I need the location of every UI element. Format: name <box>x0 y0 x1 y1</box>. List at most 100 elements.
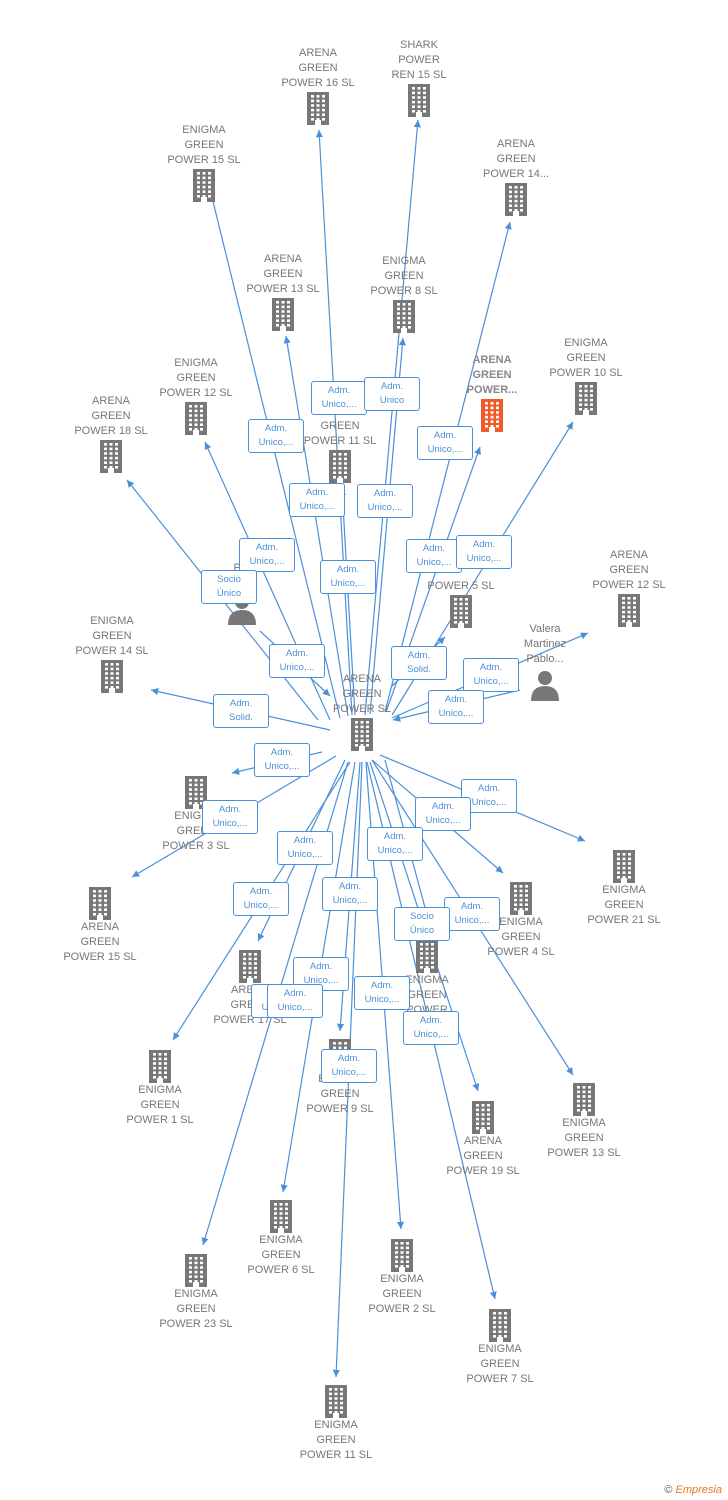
relation-label[interactable]: Adm. Unico,... <box>428 690 484 724</box>
relation-edge <box>364 119 421 716</box>
relation-label[interactable]: Adm. Unico,... <box>239 538 295 572</box>
relation-label[interactable]: Adm. Unico,... <box>357 484 413 518</box>
relation-label[interactable]: Adm. Unico,... <box>415 797 471 831</box>
relation-label[interactable]: Adm. Unico,... <box>321 1049 377 1083</box>
company-node[interactable]: ENIGMA GREEN POWER 13 SL <box>524 1082 644 1161</box>
relation-label[interactable]: Adm. Solid. <box>391 646 447 680</box>
company-node[interactable]: ARENA GREEN POWER 17 SL <box>190 949 310 1028</box>
relation-label[interactable]: Adm. Unico,... <box>367 827 423 861</box>
building-icon <box>476 398 508 432</box>
relation-label[interactable]: Adm. Unico,... <box>267 984 323 1018</box>
building-icon <box>324 449 356 483</box>
node-label: ARENA GREEN POWER 12 SL <box>592 549 666 591</box>
building-icon <box>608 849 640 883</box>
node-label: ARENA GREEN POWER SL <box>332 673 392 715</box>
company-node[interactable]: ARENA GREEN POWER 19 SL <box>423 1100 543 1179</box>
relation-label[interactable]: Adm. Unico,... <box>354 976 410 1010</box>
relation-label[interactable]: Adm. Unico,... <box>311 381 367 415</box>
node-label: ENIGMA GREEN POWER 1 SL <box>126 1084 194 1126</box>
node-label: ENIGMA GREEN POWER 15 SL <box>167 124 241 166</box>
relation-edge <box>384 221 512 713</box>
building-icon <box>570 381 602 415</box>
node-label: ENIGMA GREEN POWER 4 SL <box>487 916 555 958</box>
company-node[interactable]: ARENA GREEN POWER 14... <box>456 137 576 216</box>
node-label: Valera Martinez Pablo... <box>523 623 567 665</box>
node-label: ENIGMA GREEN POWER 21 SL <box>587 884 661 926</box>
brand-logo[interactable]: Empresia <box>675 1484 722 1496</box>
building-icon <box>180 775 212 809</box>
node-label: ARENA GREEN POWER 14... <box>482 138 550 180</box>
building-icon <box>95 439 127 473</box>
relation-label[interactable]: Socio Único <box>394 907 450 941</box>
node-label: ENIGMA GREEN POWER 6 SL <box>247 1234 315 1276</box>
relation-label[interactable]: Adm. Unico,... <box>444 897 500 931</box>
company-node[interactable]: ENIGMA GREEN POWER 2 SL <box>342 1238 462 1317</box>
relation-label[interactable]: Adm. Unico,... <box>322 877 378 911</box>
company-node[interactable]: ENIGMA GREEN POWER 11 SL <box>276 1384 396 1463</box>
company-node[interactable]: POWER 5 SL <box>401 579 521 628</box>
node-label: ARENA GREEN POWER 17 SL <box>213 984 287 1026</box>
relation-label[interactable]: Adm. Unico <box>364 377 420 411</box>
relation-label[interactable]: Adm. Unico,... <box>269 644 325 678</box>
company-node[interactable]: ENIGMA GREEN POWER 23 SL <box>136 1253 256 1332</box>
company-node[interactable]: ARENA GREEN POWER 13 SL <box>223 252 343 331</box>
company-node[interactable]: ARENA GREEN POWER... <box>432 353 552 432</box>
company-node[interactable]: ARENA GREEN POWER 16 SL <box>258 46 378 125</box>
building-icon <box>613 593 645 627</box>
building-icon <box>180 401 212 435</box>
building-icon <box>467 1100 499 1134</box>
relation-label[interactable]: Adm. Unico,... <box>202 800 258 834</box>
company-node[interactable]: ARENA GREEN POWER 18 SL <box>51 394 171 473</box>
relation-label[interactable]: Adm. Unico,... <box>417 426 473 460</box>
building-icon <box>144 1049 176 1083</box>
building-icon <box>505 881 537 915</box>
relation-label[interactable]: Adm. Solid. <box>213 694 269 728</box>
company-node[interactable]: GREEN POWER 11 SL <box>280 419 400 483</box>
node-label: SHARK POWER REN 15 SL <box>391 39 447 81</box>
company-node[interactable]: ENIGMA GREEN POWER 21 SL <box>564 849 684 928</box>
node-label: ENIGMA GREEN POWER 10 SL <box>549 337 623 379</box>
copyright-symbol: © <box>664 1484 673 1496</box>
relation-label[interactable]: Adm. Unico,... <box>254 743 310 777</box>
relation-edge <box>283 335 349 717</box>
building-icon <box>320 1384 352 1418</box>
relation-label[interactable]: Adm. Unico,... <box>233 882 289 916</box>
company-node[interactable]: ENIGMA GREEN POWER 12 SL <box>136 356 256 435</box>
building-icon <box>84 886 116 920</box>
relation-label[interactable]: Adm. Unico,... <box>456 535 512 569</box>
node-label: ENIGMA GREEN POWER 2 SL <box>368 1273 436 1315</box>
relation-label[interactable]: Adm. Unico,... <box>406 539 462 573</box>
relation-label[interactable]: Adm. Unico,... <box>403 1011 459 1045</box>
company-node[interactable]: ENIGMA GREEN POWER 10 SL <box>526 336 646 415</box>
building-icon <box>302 91 334 125</box>
relation-label[interactable]: Adm. Unico,... <box>463 658 519 692</box>
company-node[interactable]: ENIGMA GREEN POWER 1 SL <box>100 1049 220 1128</box>
company-node[interactable]: ENIGMA GREEN POWER <box>367 939 487 1018</box>
person-node[interactable]: Valera Martinez Pablo... <box>485 622 605 701</box>
relation-edge <box>315 129 353 716</box>
relation-edge <box>338 487 356 716</box>
relation-label[interactable]: Socio Único <box>201 570 257 604</box>
company-node[interactable]: ENIGMA GREEN POWER 3 SL <box>136 775 256 854</box>
node-label: ENIGMA GREEN POWER 14 SL <box>75 615 149 657</box>
company-node[interactable]: ENIGMA GREEN POWER 4 SL <box>461 881 581 960</box>
company-node[interactable]: ENIGMA GREEN POWER 7 SL <box>440 1308 560 1387</box>
company-node[interactable]: ENIGMA GREEN POWER 6 SL <box>221 1199 341 1278</box>
company-node[interactable]: ARENA GREEN POWER SL <box>302 672 422 751</box>
building-icon <box>180 1253 212 1287</box>
node-label: ENIGMA GREEN POWER 7 SL <box>466 1343 534 1385</box>
node-label: ENIGMA GREEN POWER 8 SL <box>370 255 438 297</box>
relation-label[interactable]: Adm. Unico,... <box>277 831 333 865</box>
relation-label[interactable]: Adm. Unico,... <box>320 560 376 594</box>
building-icon <box>568 1082 600 1116</box>
company-node[interactable]: SHARK POWER REN 15 SL <box>359 38 479 117</box>
company-node[interactable]: ENIGMA GREEN POWER 15 SL <box>144 123 264 202</box>
company-node[interactable]: ARENA GREEN POWER 15 SL <box>40 886 160 965</box>
node-label: ARENA GREEN POWER 15 SL <box>63 921 137 963</box>
relation-label[interactable]: Adm. Unico,... <box>248 419 304 453</box>
building-icon <box>403 83 435 117</box>
relation-label[interactable]: Adm. Unico,... <box>289 483 345 517</box>
company-node[interactable]: ENIGMA GREEN POWER 8 SL <box>344 254 464 333</box>
company-node[interactable]: ENIGMA GREEN POWER 14 SL <box>52 614 172 693</box>
company-node[interactable]: ARENA GREEN POWER 12 SL <box>569 548 689 627</box>
